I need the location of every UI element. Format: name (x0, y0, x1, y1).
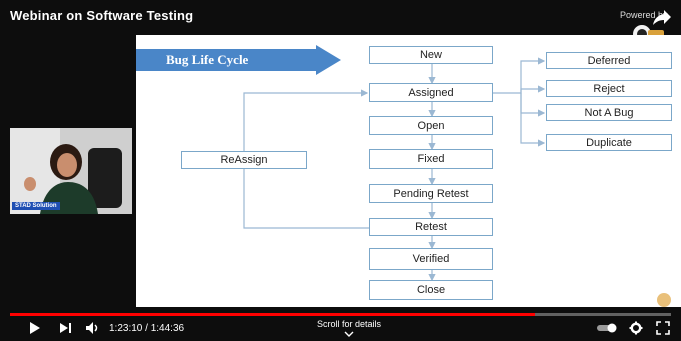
state-retest: Retest (369, 218, 493, 236)
progress-bar-fill (10, 313, 536, 316)
time-display: 1:23:10 / 1:44:36 (109, 323, 185, 334)
chevron-down-icon (344, 331, 354, 337)
scroll-hint-label: Scroll for details (316, 319, 382, 329)
player-controls: 1:23:10 / 1:44:36 Scroll for details (0, 316, 681, 341)
next-icon (60, 323, 71, 333)
volume-icon (86, 322, 98, 334)
presenter-webcam: STAD Solution (10, 128, 132, 214)
state-fixed: Fixed (369, 149, 493, 169)
state-assigned: Assigned (369, 83, 493, 102)
channel-watermark-icon[interactable] (657, 293, 671, 307)
state-not-a-bug: Not A Bug (546, 104, 672, 121)
gear-icon (629, 321, 643, 335)
powered-by-text: Powered by (620, 10, 668, 20)
state-reject: Reject (546, 80, 672, 97)
fullscreen-button[interactable] (655, 319, 671, 337)
state-open: Open (369, 116, 493, 135)
banner-arrow (136, 45, 341, 75)
scroll-for-details[interactable]: Scroll for details (314, 319, 384, 339)
next-button[interactable] (58, 319, 74, 337)
state-new: New (369, 46, 493, 64)
video-title[interactable]: Webinar on Software Testing (10, 8, 194, 23)
state-pending-retest: Pending Retest (369, 184, 493, 203)
state-reassign: ReAssign (181, 151, 307, 169)
share-icon[interactable] (651, 6, 673, 28)
slide-title: Bug Life Cycle (166, 52, 249, 67)
state-duplicate: Duplicate (546, 134, 672, 151)
presenter-image (10, 128, 132, 214)
play-icon (30, 322, 40, 334)
settings-button[interactable] (628, 319, 644, 337)
fullscreen-icon (656, 321, 670, 335)
flow-arrows (243, 57, 546, 282)
progress-bar[interactable] (10, 313, 671, 316)
presentation-slide: Bug Life Cycle (136, 35, 681, 307)
webcam-label: STAD Solution (12, 202, 60, 210)
autoplay-toggle[interactable] (597, 319, 619, 337)
state-verified: Verified (369, 248, 493, 270)
play-button[interactable] (28, 319, 42, 337)
state-deferred: Deferred (546, 52, 672, 69)
volume-button[interactable] (84, 319, 102, 337)
autoplay-toggle-icon (597, 323, 617, 333)
state-close: Close (369, 280, 493, 300)
